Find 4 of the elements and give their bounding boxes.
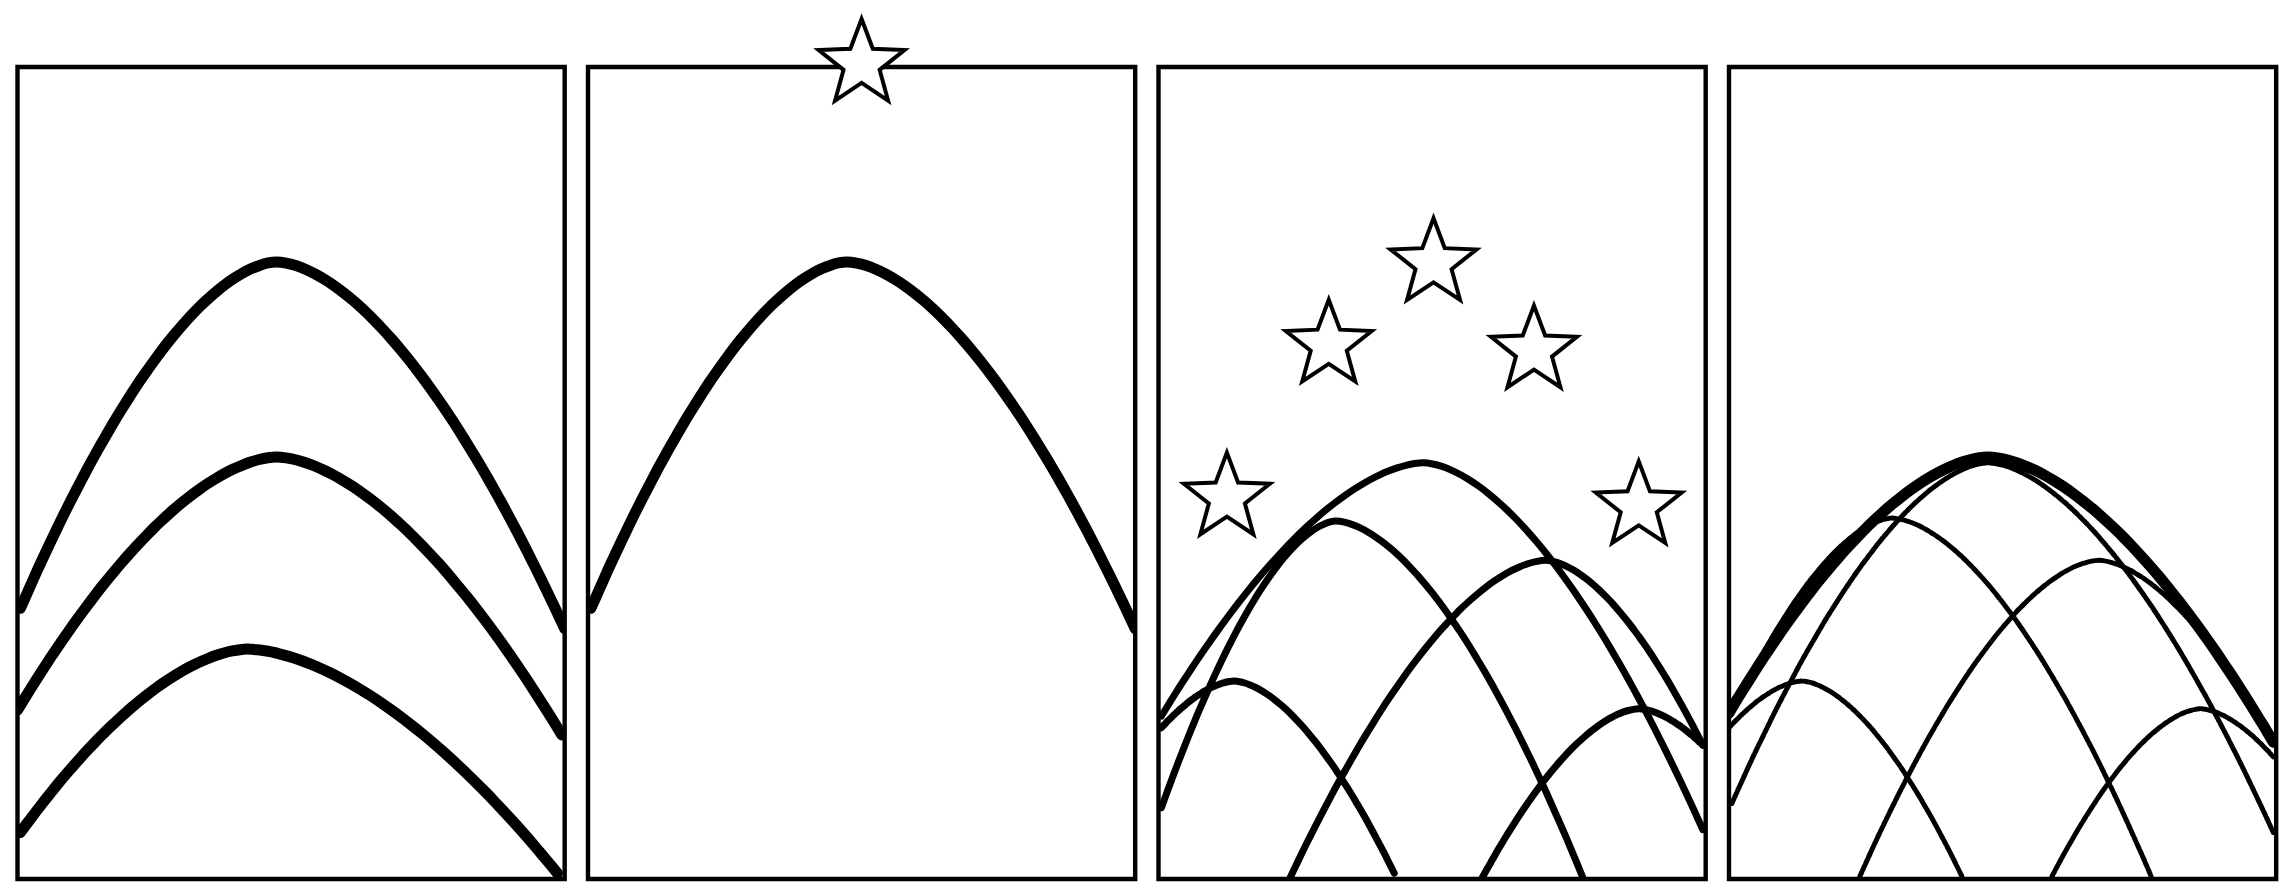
panel-frame xyxy=(585,64,1138,882)
panel-frame xyxy=(1726,64,2279,882)
panel-frame xyxy=(1156,64,1708,882)
panel-frame xyxy=(15,64,567,882)
